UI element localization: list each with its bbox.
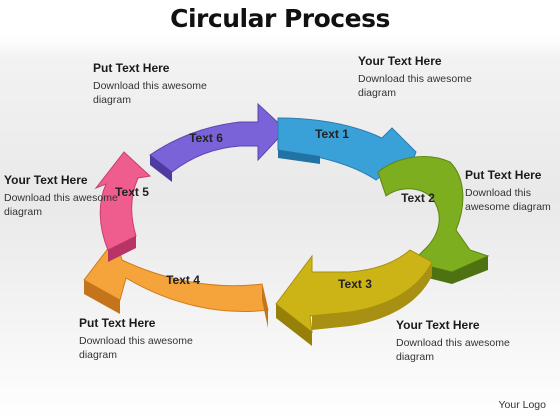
segment-6-label: Text 6 <box>189 131 223 145</box>
note-body: Download this awesome diagram <box>93 80 207 106</box>
note-top-right: Your Text Here Download this awesome dia… <box>358 54 498 100</box>
note-middle-left: Your Text Here Download this awesome dia… <box>4 173 144 219</box>
note-body: Download this awesome diagram <box>79 335 193 361</box>
note-body: Download this awesome diagram <box>358 73 472 99</box>
page-title: Circular Process <box>170 4 390 33</box>
segment-2-label: Text 2 <box>401 191 435 205</box>
segment-4-label: Text 4 <box>166 273 200 287</box>
note-heading: Your Text Here <box>396 318 480 332</box>
note-bottom-right: Your Text Here Download this awesome dia… <box>396 318 536 364</box>
segment-5-label: Text 5 <box>115 185 149 199</box>
note-heading: Your Text Here <box>4 173 88 187</box>
note-body: Download this awesome diagram <box>4 192 118 218</box>
segment-3-label: Text 3 <box>338 277 372 291</box>
note-heading: Put Text Here <box>465 168 542 182</box>
logo-text: Your Logo <box>498 399 547 411</box>
segment-5-arrow <box>94 151 152 262</box>
note-heading: Your Text Here <box>358 54 442 68</box>
note-body: Download this awesome diagram <box>465 187 551 213</box>
segment-1-label: Text 1 <box>315 127 349 141</box>
note-bottom-left: Put Text Here Download this awesome diag… <box>79 316 219 362</box>
segment-4-arrow <box>83 236 269 328</box>
note-body: Download this awesome diagram <box>396 337 510 363</box>
note-top-left: Put Text Here Download this awesome diag… <box>93 61 233 107</box>
note-heading: Put Text Here <box>93 61 170 75</box>
segment-3-arrow <box>275 249 433 346</box>
note-middle-right: Put Text Here Download this awesome diag… <box>465 168 557 214</box>
note-heading: Put Text Here <box>79 316 156 330</box>
